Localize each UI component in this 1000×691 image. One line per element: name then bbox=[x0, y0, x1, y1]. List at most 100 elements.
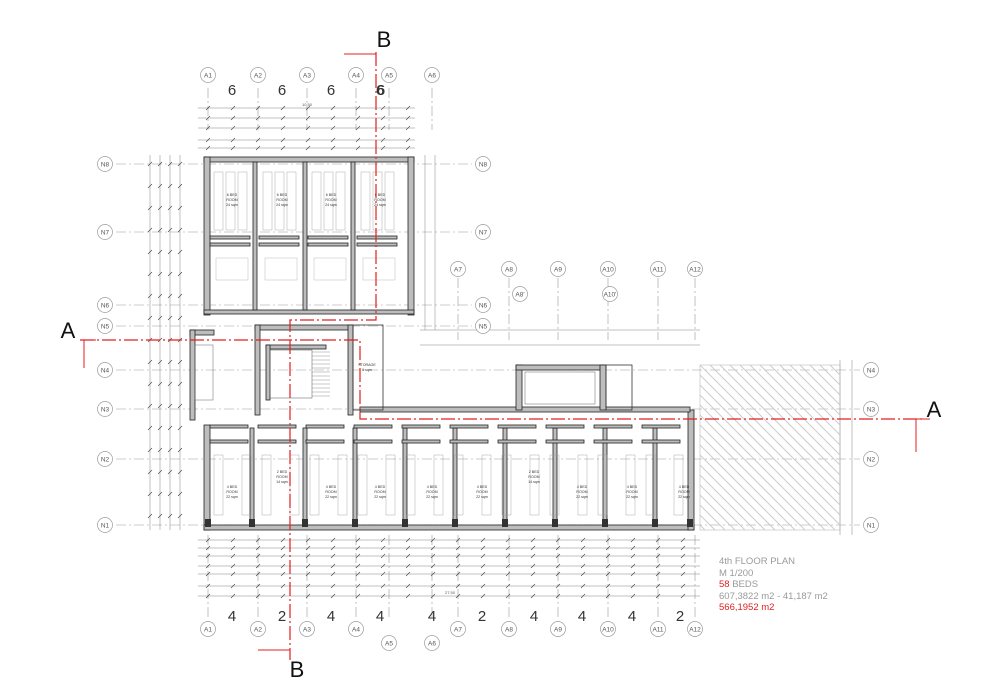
grid-top-A4-label: A4 bbox=[352, 73, 360, 80]
dim-tick bbox=[405, 593, 411, 599]
dim-tick bbox=[167, 447, 173, 453]
dim-tick bbox=[480, 553, 486, 559]
bed bbox=[241, 454, 252, 516]
bed bbox=[673, 454, 684, 516]
grid-sub-a10p-label: A10' bbox=[604, 292, 617, 299]
grid-bottom-A2-bubble bbox=[250, 621, 266, 637]
hatch-line bbox=[739, 364, 841, 466]
dim-tick bbox=[330, 553, 336, 559]
dim-tick bbox=[605, 593, 611, 599]
room-label-top: 6 BED bbox=[277, 193, 288, 197]
dim-tick bbox=[205, 545, 211, 551]
dim-tick bbox=[230, 583, 236, 589]
room-label-bottom: ROOM bbox=[426, 490, 437, 494]
grid-top-A5-bubble bbox=[381, 67, 397, 83]
wall-upper-south bbox=[203, 309, 415, 315]
dim-tick bbox=[177, 381, 183, 387]
grid-top-A5-label: A5 bbox=[385, 73, 393, 80]
dim-tick bbox=[605, 553, 611, 559]
dim-tick bbox=[305, 571, 311, 577]
grid-top-right-A11-label: A11 bbox=[652, 267, 663, 274]
bed bbox=[335, 171, 346, 231]
dim-tick bbox=[580, 583, 586, 589]
room-label-bottom: 22 sqm bbox=[678, 495, 690, 499]
room-label-bottom: 4 BED bbox=[627, 485, 638, 489]
bed-count-bottom: 4 bbox=[228, 608, 236, 625]
lift-outline bbox=[524, 371, 596, 405]
grid-row-right-N4-label: N4 bbox=[867, 368, 876, 375]
grid-row-mid-N5-bubble bbox=[475, 318, 491, 334]
dim-tick bbox=[205, 125, 211, 131]
dim-tick bbox=[255, 137, 261, 143]
bed bbox=[286, 171, 297, 231]
grid-top-right-A10-label: A10 bbox=[602, 267, 614, 274]
room-label-bottom: 14 sqm bbox=[528, 480, 540, 484]
bed bbox=[274, 171, 285, 231]
grid-top-right-A9-label: A9 bbox=[554, 267, 562, 274]
wall-core-east bbox=[347, 324, 354, 416]
room-label-bottom: 4 BED bbox=[427, 485, 438, 489]
dim-tick bbox=[430, 553, 436, 559]
dim-tick bbox=[355, 553, 361, 559]
room-label-bottom: 2 BED bbox=[277, 470, 288, 474]
dim-tick bbox=[630, 545, 636, 551]
dim-tick bbox=[455, 553, 461, 559]
dim-tick bbox=[205, 115, 211, 121]
column bbox=[402, 519, 408, 527]
wall-bath-lower bbox=[449, 424, 489, 429]
dim-tick bbox=[177, 293, 183, 299]
dim-tick bbox=[530, 571, 536, 577]
column bbox=[205, 519, 211, 527]
dim-tick bbox=[355, 115, 361, 121]
bed-count-bottom: 2 bbox=[278, 608, 286, 625]
dim-tick bbox=[280, 125, 286, 131]
wall-bath bbox=[307, 242, 349, 247]
dim-tick bbox=[280, 563, 286, 569]
grid-bottom-A12-bubble bbox=[687, 621, 703, 637]
dim-tick bbox=[505, 563, 511, 569]
dim-tick bbox=[505, 593, 511, 599]
dim-tick bbox=[580, 571, 586, 577]
dim-tick bbox=[280, 593, 286, 599]
dim-tick bbox=[177, 271, 183, 277]
room-label-bottom: ROOM bbox=[626, 490, 637, 494]
dim-tick bbox=[167, 315, 173, 321]
wall-core-west bbox=[254, 324, 261, 416]
dim-tick bbox=[177, 205, 183, 211]
dim-tick bbox=[430, 563, 436, 569]
dim-tick bbox=[455, 593, 461, 599]
hatch-line bbox=[699, 364, 841, 506]
dim-tick bbox=[157, 161, 163, 167]
dim-tick bbox=[280, 571, 286, 577]
dim-tick bbox=[455, 537, 461, 543]
walls bbox=[189, 156, 841, 531]
dim-tick bbox=[147, 381, 153, 387]
dim-tick bbox=[167, 161, 173, 167]
wall-stair bbox=[265, 344, 271, 401]
legend-beds: 58 BEDS bbox=[719, 579, 828, 591]
wall-bath-lower bbox=[401, 439, 441, 444]
dim-tick bbox=[157, 513, 163, 519]
wall-bath bbox=[356, 242, 398, 247]
bed-count-bottom: 2 bbox=[478, 608, 486, 625]
wall-bath-lower bbox=[641, 424, 681, 429]
dim-tick bbox=[147, 161, 153, 167]
bed bbox=[262, 171, 273, 231]
dim-tick bbox=[505, 545, 511, 551]
room-label-bottom: 4 BED bbox=[227, 485, 238, 489]
hatch-line bbox=[699, 394, 836, 531]
dim-tick bbox=[255, 583, 261, 589]
bed bbox=[385, 454, 396, 516]
dim-tick bbox=[167, 249, 173, 255]
dim-tick bbox=[157, 315, 163, 321]
dim-tick bbox=[255, 563, 261, 569]
bath-fixture bbox=[215, 257, 249, 281]
dim-tick bbox=[630, 553, 636, 559]
room-label-bottom: ROOM bbox=[374, 490, 385, 494]
grid-row-right-N1-bubble bbox=[863, 517, 879, 533]
wall-lift-north bbox=[515, 364, 607, 371]
grid-row-left-N3-bubble bbox=[97, 401, 113, 417]
wall-bath bbox=[356, 235, 398, 240]
room-label-bottom: 4 BED bbox=[375, 485, 386, 489]
